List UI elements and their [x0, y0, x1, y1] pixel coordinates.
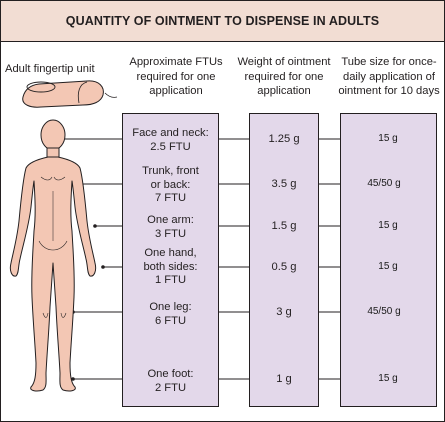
- weight-cell: 0.5 g: [271, 261, 297, 273]
- ftu-text: One leg:: [149, 301, 192, 313]
- ftu-text: 2 FTU: [154, 381, 187, 394]
- ftu-text: both sides:: [143, 260, 198, 273]
- ftu-text: One foot:: [147, 368, 194, 380]
- tube-label: 15 g: [378, 373, 398, 384]
- header-fingertip: Adult fingertip unit: [5, 63, 95, 75]
- tube-label: 45/50 g: [367, 306, 401, 317]
- ftu-text: 3 FTU: [154, 227, 187, 240]
- column-connectors: [219, 138, 340, 380]
- tube-label: 15 g: [378, 220, 398, 231]
- fingertip-icon: [22, 80, 118, 108]
- ftu-text: 7 FTU: [154, 192, 187, 204]
- tube-label: 15 g: [378, 133, 398, 144]
- ftu-cell-trunk: Trunk, front or back: 7 FTU: [123, 165, 218, 206]
- header-tube: Tube size for once- daily application of…: [332, 55, 444, 99]
- ftu-column: Face and neck: 2.5 FTU Trunk, front or b…: [122, 113, 219, 407]
- header-tube-line: ointment for 10 days: [338, 85, 440, 97]
- weight-cell: 3.5 g: [271, 178, 297, 190]
- weight-cell: 1.5 g: [271, 220, 297, 232]
- ftu-text: Trunk, front: [142, 165, 199, 177]
- header-ftu-line: application: [149, 85, 203, 97]
- ftu-text: 6 FTU: [154, 314, 187, 327]
- header-ftu-line: Approximate FTUs: [129, 56, 223, 68]
- weight-cell: 3 g: [276, 306, 292, 318]
- ftu-text: 1 FTU: [154, 274, 187, 286]
- ftu-text: One hand,: [144, 247, 197, 259]
- header-weight-line: Weight of ointment: [237, 56, 331, 68]
- header-tube-line: daily application of: [342, 70, 436, 83]
- weight-cell: 1.25 g: [268, 133, 300, 145]
- tube-label: 45/50 g: [367, 178, 401, 189]
- ftu-cell-arm: One arm: 3 FTU: [123, 214, 218, 241]
- weight-cell: 1 g: [276, 373, 292, 385]
- header-weight-line: application: [257, 85, 311, 97]
- header-ftu-line: required for one: [136, 70, 216, 83]
- ftu-cell-face-neck: Face and neck: 2.5 FTU: [123, 127, 218, 154]
- header-ftu: Approximate FTUs required for one applic…: [117, 55, 235, 99]
- tube-label: 15 g: [378, 261, 398, 272]
- header-weight-line: required for one: [244, 70, 324, 83]
- ftu-text: Face and neck:: [132, 127, 209, 139]
- ftu-cell-leg: One leg: 6 FTU: [123, 301, 218, 328]
- ftu-text: or back:: [150, 178, 191, 191]
- ftu-text: One arm:: [147, 214, 194, 226]
- tube-column: [340, 113, 437, 407]
- header-weight: Weight of ointment required for one appl…: [227, 55, 341, 99]
- ftu-cell-hand: One hand, both sides: 1 FTU: [123, 247, 218, 288]
- weight-column: 1.25 g 3.5 g 1.5 g 0.5 g 3 g 1 g: [249, 113, 319, 407]
- human-body-icon: [9, 119, 97, 392]
- header-tube-line: Tube size for once-: [341, 56, 437, 68]
- ftu-text: 2.5 FTU: [150, 140, 191, 153]
- diagram-title: QUANTITY OF OINTMENT TO DISPENSE IN ADUL…: [1, 1, 444, 42]
- ftu-cell-foot: One foot: 2 FTU: [123, 368, 218, 395]
